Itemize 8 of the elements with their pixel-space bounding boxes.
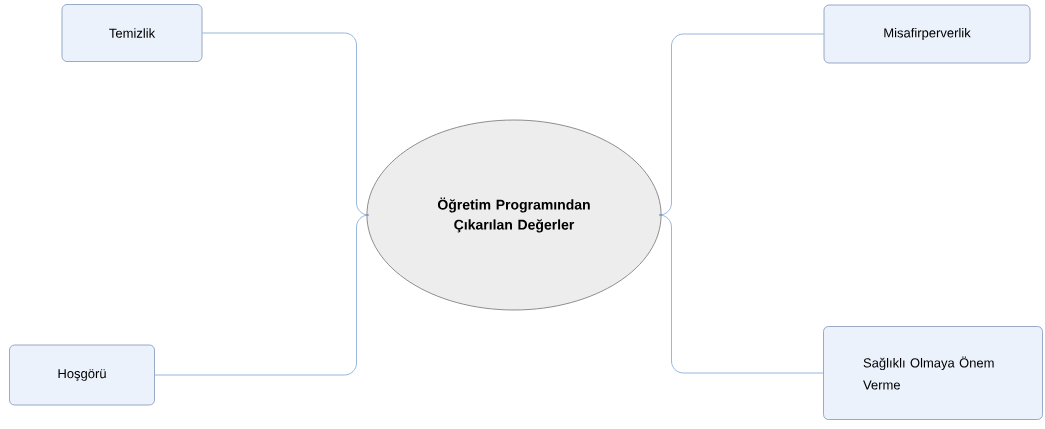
- connector-line: [154, 214, 369, 376]
- connector-line: [659, 214, 824, 374]
- topic-box: Hoşgörü: [9, 344, 155, 406]
- topic-box: Misafirperverlik: [823, 4, 1031, 64]
- topic-box: Sağlıklı Olmaya Önem Verme: [823, 326, 1043, 420]
- connector-line: [659, 33, 824, 216]
- connector-line: [202, 32, 369, 216]
- topic-box: Temizlik: [61, 4, 203, 62]
